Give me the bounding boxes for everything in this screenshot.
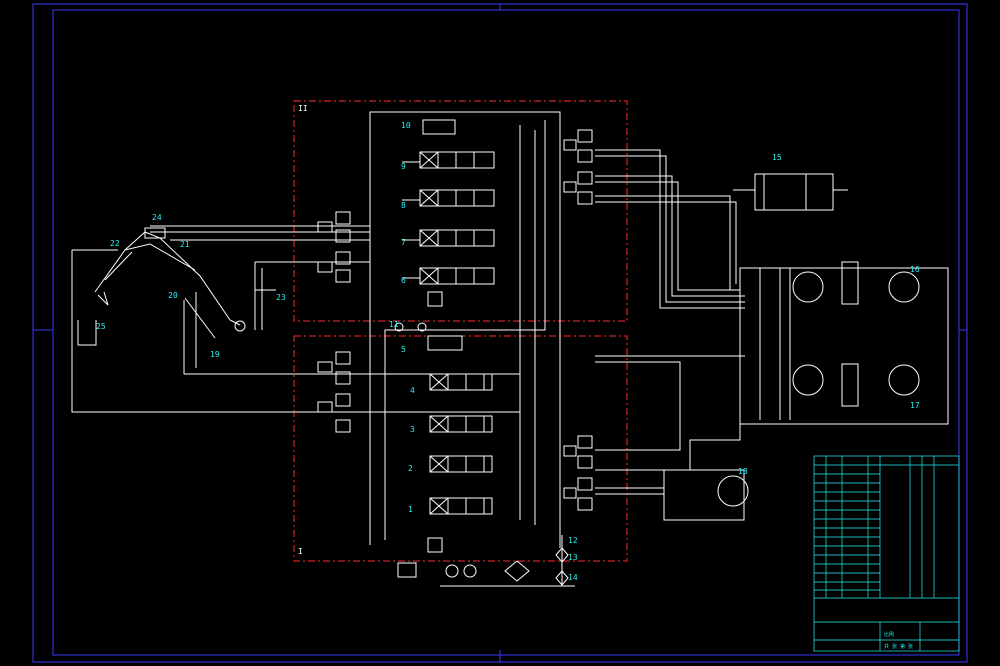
title-block-scale-text: 比例 [884, 631, 894, 638]
title-block [813, 455, 960, 652]
label-7: 7 [401, 238, 406, 247]
drawing-frame [32, 3, 968, 663]
pump-2b [463, 564, 477, 578]
label-14: 14 [568, 573, 578, 582]
piping-network [71, 111, 949, 587]
check-valve-11b [417, 322, 427, 332]
engine-box [397, 562, 417, 578]
label-4: 4 [410, 386, 415, 395]
label-21: 21 [180, 240, 190, 249]
label-1: 1 [408, 505, 413, 514]
title-block-sheet-text: 共 张 第 张 [884, 643, 913, 650]
label-24: 24 [152, 213, 162, 222]
relief-valve-upper [427, 291, 443, 307]
label-3: 3 [410, 425, 415, 434]
label-20: 20 [168, 291, 178, 300]
cylinder-15 [733, 173, 848, 211]
shuttle-valve-upper [841, 261, 859, 305]
shuttle-valve-lower [841, 363, 859, 407]
label-6: 6 [401, 276, 406, 285]
travel-motor-upper-left [792, 271, 824, 303]
travel-motor-17 [888, 364, 920, 396]
directional-valve-1 [429, 497, 493, 515]
label-23: 23 [276, 293, 286, 302]
check-valve-11a [394, 322, 404, 332]
label-8: 8 [401, 201, 406, 210]
rotary-motor-18-loop [663, 469, 745, 521]
zone-I-label: I [298, 547, 303, 556]
label-10: 10 [401, 121, 411, 130]
travel-motor-loop [739, 267, 949, 425]
label-18: 18 [738, 467, 748, 476]
zone-II-label: II [298, 104, 308, 113]
travel-motor-16 [888, 271, 920, 303]
filter-14 [555, 570, 569, 586]
valve-10-body [422, 119, 456, 135]
zone-II-boundary [293, 100, 628, 322]
directional-valve-7 [402, 229, 495, 247]
label-16: 16 [910, 265, 920, 274]
label-25: 25 [96, 322, 106, 331]
label-15: 15 [772, 153, 782, 162]
relief-valve-lower [427, 537, 443, 553]
label-2: 2 [408, 464, 413, 473]
directional-valve-6 [402, 267, 495, 285]
label-22: 22 [110, 239, 120, 248]
travel-motor-lower-left [792, 364, 824, 396]
directional-valve-3 [429, 415, 493, 433]
valve-5-body [427, 335, 463, 351]
label-12: 12 [568, 536, 578, 545]
filter-cooler [504, 560, 530, 582]
label-19: 19 [210, 350, 220, 359]
component-labels: 1 2 3 4 5 6 7 8 9 10 11 12 13 14 15 16 1… [96, 121, 920, 582]
directional-valve-9 [402, 151, 495, 169]
excavator-linkage [94, 227, 246, 339]
filter-13 [555, 547, 569, 563]
rotary-motor-18 [717, 475, 749, 507]
directional-valve-8 [402, 189, 495, 207]
label-13: 13 [568, 553, 578, 562]
pump-2 [445, 564, 459, 578]
directional-valve-2 [429, 455, 493, 473]
label-5: 5 [401, 345, 406, 354]
label-11: 11 [389, 320, 399, 329]
label-17: 17 [910, 401, 920, 410]
label-9: 9 [401, 162, 406, 171]
